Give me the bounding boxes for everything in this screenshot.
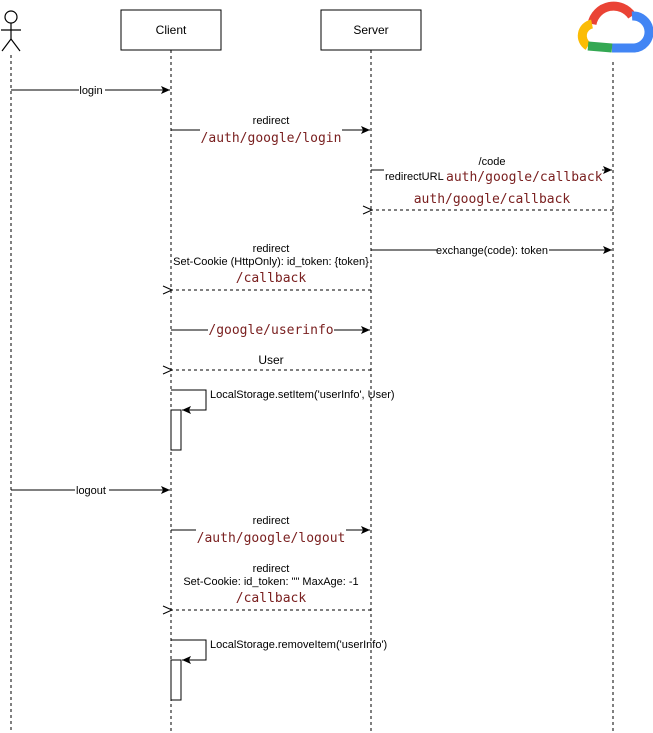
code-request-path: auth/google/callback: [446, 170, 603, 185]
clear-cookie-detail: Set-Cookie: id_token: "" MaxAge: -1: [183, 576, 358, 588]
removeitem-label: LocalStorage.removeItem('userInfo'): [210, 639, 387, 651]
user-return-label: User: [258, 353, 283, 367]
logout-label: logout: [76, 485, 106, 497]
login-label: login: [79, 85, 102, 97]
exchange-label: exchange(code): token: [436, 245, 548, 257]
server-participant: Server: [320, 9, 422, 51]
code-request-top-label: /code: [479, 156, 506, 168]
redirect-logout-top-label: redirect: [253, 515, 290, 527]
activation-box-removeitem: [170, 659, 182, 701]
redirect-login-path: /auth/google/login: [201, 131, 342, 146]
setitem-self-arrow: [171, 389, 207, 414]
callback-return-path: auth/google/callback: [414, 192, 571, 207]
activation-box-setitem: [170, 409, 182, 451]
server-label: Server: [353, 23, 388, 37]
setitem-label: LocalStorage.setItem('userInfo', User): [210, 389, 395, 401]
set-cookie-top-label: redirect: [253, 243, 290, 255]
set-cookie-callback-path: /callback: [236, 271, 307, 286]
removeitem-self-arrow: [171, 639, 207, 664]
redirect-logout-path: /auth/google/logout: [197, 531, 346, 546]
set-cookie-detail: Set-Cookie (HttpOnly): id_token: {token}: [173, 256, 369, 268]
redirect-login-top-label: redirect: [253, 115, 290, 127]
clear-cookie-callback-path: /callback: [236, 591, 307, 606]
userinfo-request-path: /google/userinfo: [208, 323, 333, 338]
google-cloud-icon: [577, 1, 653, 53]
client-participant: Client: [120, 9, 222, 51]
user-actor-icon: [1, 10, 21, 52]
code-request-prefix: redirectURL: [385, 171, 444, 183]
client-label: Client: [156, 23, 187, 37]
clear-cookie-top-label: redirect: [253, 563, 290, 575]
